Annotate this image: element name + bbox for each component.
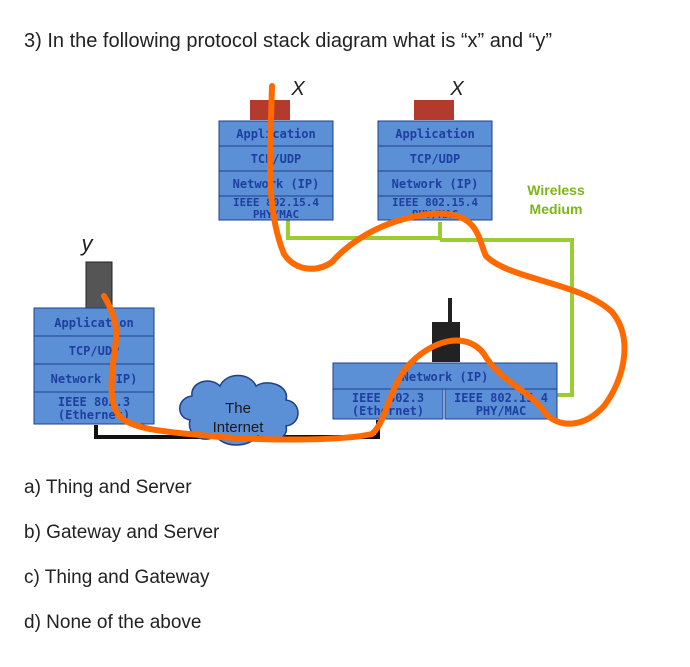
server-stack: Application TCP/UDP Network (IP) IEEE 80… <box>33 261 155 425</box>
layer-network-label: Network (IP) <box>392 177 479 191</box>
layer-application-label: Application <box>395 127 474 141</box>
layer-phy-label-2: (Ethernet) <box>58 408 130 422</box>
layer-transport <box>218 145 334 172</box>
server-tower-icon <box>85 261 113 311</box>
question-text: 3) In the following protocol stack diagr… <box>24 30 552 52</box>
gateway-antenna <box>448 298 452 324</box>
cloud-label-2: Internet <box>213 419 265 436</box>
layer-application-label: Application <box>236 127 315 141</box>
x-label-right: X <box>449 78 464 100</box>
layer-phy-label-1: IEEE 802.15.4 <box>233 196 319 209</box>
y-label: y <box>80 231 95 256</box>
layer-application <box>218 120 334 147</box>
wireless-medium-label-1: Wireless <box>527 182 585 198</box>
layer-transport-label: TCP/UDP <box>251 152 302 166</box>
layer-application <box>33 307 155 337</box>
option-c[interactable]: c) Thing and Gateway <box>24 567 210 588</box>
layer-transport-label: TCP/UDP <box>69 344 120 358</box>
gateway-wl-label-2: PHY/MAC <box>476 404 527 418</box>
gateway-network-layer <box>332 362 558 390</box>
layer-network <box>33 363 155 393</box>
cloud-shape <box>179 374 299 446</box>
internet-cloud: The Internet <box>179 374 299 446</box>
gateway-stack: Network (IP) IEEE 802.3 (Ethernet) IEEE … <box>332 298 558 420</box>
layer-phy-label-1: IEEE 802.15.4 <box>392 196 478 209</box>
device-icon-right <box>414 100 454 120</box>
layer-phy <box>33 391 155 425</box>
thing-stack-right: Application TCP/UDP Network (IP) IEEE 80… <box>377 100 493 221</box>
option-d[interactable]: d) None of the above <box>24 612 202 633</box>
layer-transport-label: TCP/UDP <box>410 152 461 166</box>
layer-network-label: Network (IP) <box>51 372 138 386</box>
cloud-label-1: The <box>225 400 251 417</box>
layer-transport <box>33 335 155 365</box>
layer-application-label: Application <box>54 316 133 330</box>
wireless-medium-label-2: Medium <box>530 201 583 217</box>
layer-transport <box>377 145 493 172</box>
layer-network <box>218 170 334 197</box>
layer-network-label: Network (IP) <box>233 177 320 191</box>
gateway-network-label: Network (IP) <box>402 370 489 384</box>
thing-stack-left: Application TCP/UDP Network (IP) IEEE 80… <box>218 100 334 221</box>
x-label-left: X <box>290 78 305 100</box>
orange-annotation-path <box>101 83 628 443</box>
option-b[interactable]: b) Gateway and Server <box>24 522 220 543</box>
option-a[interactable]: a) Thing and Server <box>24 477 192 498</box>
layer-phy-label-1: IEEE 802.3 <box>58 395 130 409</box>
layer-network <box>377 170 493 197</box>
